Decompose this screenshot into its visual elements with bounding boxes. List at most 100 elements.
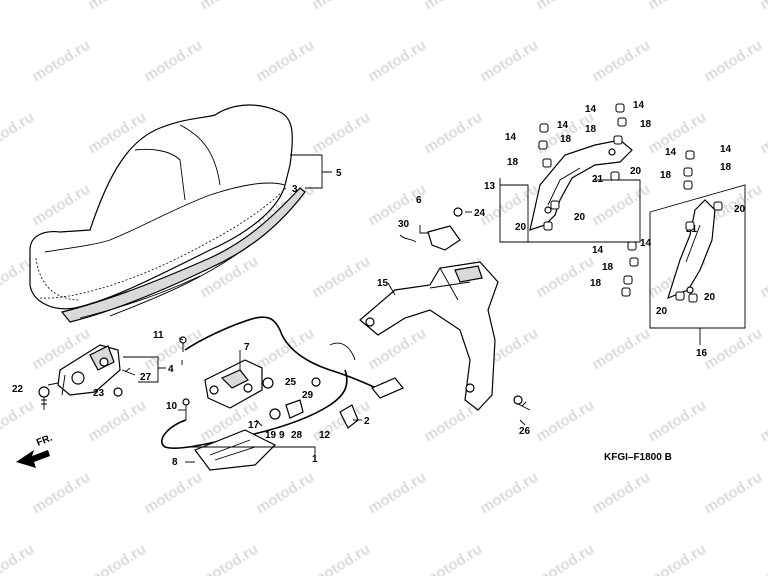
watermark-text: motod.ru — [645, 109, 709, 158]
callout-6: 6 — [416, 195, 422, 206]
callout-14-e: 14 — [665, 147, 677, 158]
callout-20-c: 20 — [515, 222, 527, 233]
fastener — [685, 221, 695, 231]
callout-18-e: 18 — [660, 170, 672, 181]
watermark-text: motod.ru — [29, 181, 93, 230]
fastener — [683, 180, 693, 190]
callout-8: 8 — [172, 457, 178, 468]
watermark-text: motod.ru — [253, 37, 317, 86]
callout-1: 1 — [312, 454, 318, 465]
watermark-text: motod.ru — [533, 253, 597, 302]
watermark-text: motod.ru — [421, 541, 485, 576]
callout-18-a: 18 — [560, 134, 572, 145]
callout-16: 16 — [696, 348, 708, 359]
watermark-text: motod.ru — [29, 469, 93, 518]
watermark-text: motod.ru — [477, 37, 541, 86]
callout-13: 13 — [484, 181, 496, 192]
watermark-text: motod.ru — [85, 397, 149, 446]
fastener — [615, 103, 625, 113]
callout-18-g: 18 — [602, 262, 614, 273]
watermark-text: motod.ru — [141, 469, 205, 518]
seat-illustration — [29, 104, 306, 323]
fasteners — [538, 103, 723, 303]
watermark-text: motod.ru — [757, 253, 768, 302]
watermark-text: motod.ru — [141, 37, 205, 86]
watermark-text: motod.ru — [0, 541, 37, 576]
callout-18-b: 18 — [585, 124, 597, 135]
watermark-text: motod.ru — [757, 541, 768, 576]
callout-15: 15 — [377, 278, 389, 289]
callout-18-c: 18 — [640, 119, 652, 130]
callout-18-f: 18 — [720, 162, 732, 173]
fastener — [713, 201, 723, 211]
watermark-text: motod.ru — [477, 469, 541, 518]
watermark-text: motod.ru — [0, 397, 37, 446]
fastener — [543, 221, 553, 231]
callout-22: 22 — [12, 384, 24, 395]
watermark-text: motod.ru — [365, 37, 429, 86]
fastener — [629, 257, 639, 267]
seat-lock-assembly — [204, 359, 274, 409]
watermark-text: motod.ru — [645, 0, 709, 13]
watermark-text: motod.ru — [701, 325, 765, 374]
callout-19: 19 — [265, 430, 277, 441]
callout-14-c: 14 — [585, 104, 597, 115]
callout-18-d: 18 — [507, 157, 519, 168]
callout-9: 9 — [279, 430, 285, 441]
callout-12: 12 — [319, 430, 331, 441]
lock-cover — [194, 429, 277, 471]
watermark-text: motod.ru — [0, 109, 37, 158]
watermark-text: motod.ru — [197, 0, 261, 13]
watermark-text: motod.ru — [701, 469, 765, 518]
callout-14-h: 14 — [640, 238, 652, 249]
callout-17: 17 — [248, 420, 260, 431]
watermark-text: motod.ru — [309, 109, 373, 158]
watermark-text: motod.ru — [533, 397, 597, 446]
callout-28: 28 — [291, 430, 303, 441]
hinge-assembly — [38, 344, 136, 410]
stay-latch — [399, 207, 463, 251]
callout-18-h: 18 — [590, 278, 602, 289]
watermark-text: motod.ru — [645, 397, 709, 446]
callout-7: 7 — [244, 342, 250, 353]
fastener — [539, 123, 549, 133]
watermark-text: motod.ru — [253, 325, 317, 374]
callout-14-a: 14 — [505, 132, 517, 143]
callout-25: 25 — [285, 377, 297, 388]
leader-lines — [123, 154, 746, 463]
watermark-text: motod.ru — [757, 397, 768, 446]
watermark-text: motod.ru — [589, 325, 653, 374]
fastener — [675, 291, 685, 301]
grab-rail-left — [667, 199, 716, 300]
watermark-text: motod.ru — [197, 541, 261, 576]
front-direction-arrow — [16, 450, 50, 468]
callout-5: 5 — [336, 168, 342, 179]
watermark-text: motod.ru — [533, 541, 597, 576]
callout-23: 23 — [93, 388, 105, 399]
fastener — [685, 150, 695, 160]
callout-14-f: 14 — [720, 144, 732, 155]
watermark-text: motod.ru — [421, 109, 485, 158]
watermark-text: motod.ru — [85, 541, 149, 576]
callout-21-a: 21 — [592, 174, 604, 185]
callout-14-b: 14 — [557, 120, 569, 131]
callout-26: 26 — [519, 426, 531, 437]
fastener — [627, 241, 637, 251]
callout-30: 30 — [398, 219, 410, 230]
fastener — [688, 293, 698, 303]
fastener — [542, 158, 552, 168]
watermark-text: motod.ru — [589, 469, 653, 518]
callout-20-a: 20 — [630, 166, 642, 177]
watermark-text: motod.ru — [365, 469, 429, 518]
watermark-text: motod.ru — [533, 0, 597, 13]
callout-29: 29 — [302, 390, 314, 401]
watermark-text: motod.ru — [757, 0, 768, 13]
callout-10: 10 — [166, 401, 178, 412]
callout-11: 11 — [153, 330, 164, 341]
callout-20-f: 20 — [656, 306, 668, 317]
fastener — [613, 135, 623, 145]
callout-2: 2 — [364, 416, 370, 427]
callout-20-e: 20 — [704, 292, 716, 303]
watermark-text: motod.ru — [645, 541, 709, 576]
